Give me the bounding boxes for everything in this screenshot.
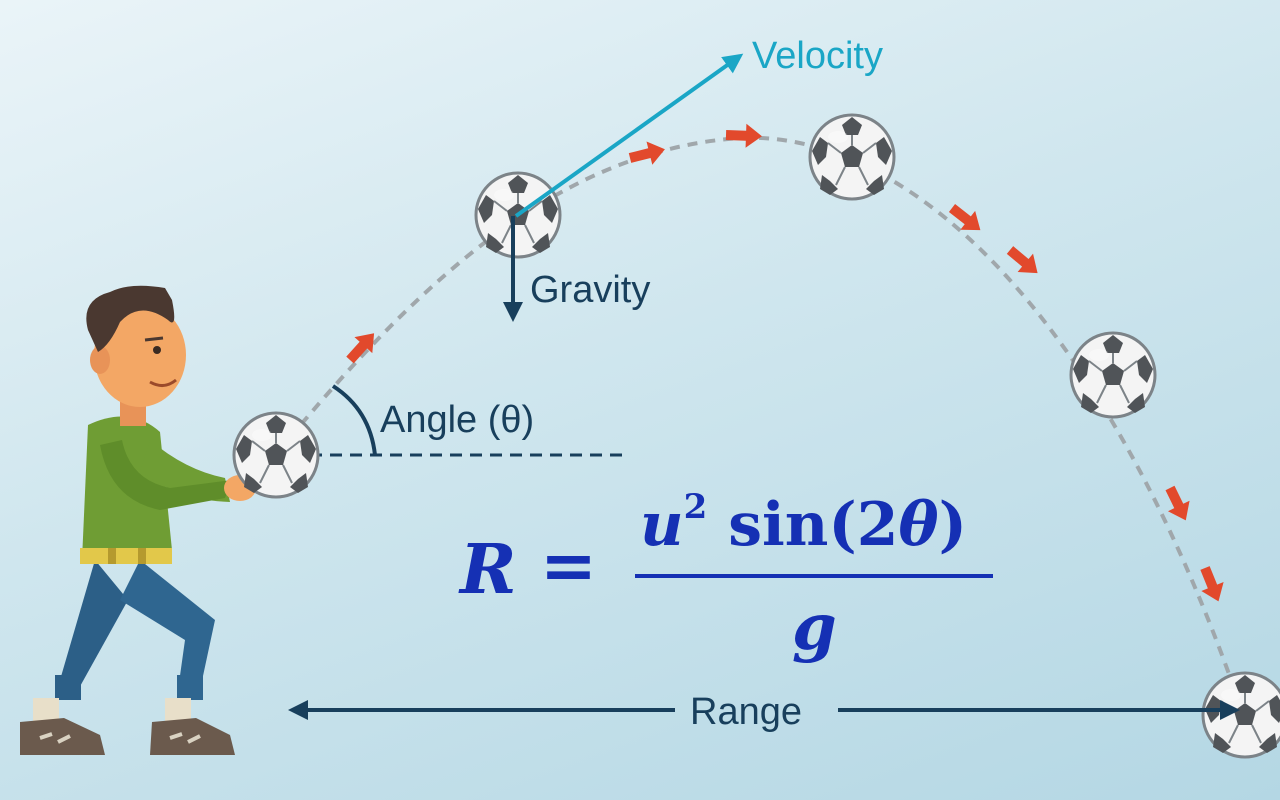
velocity-label: Velocity <box>752 35 883 77</box>
angle-label: Angle (θ) <box>380 399 534 441</box>
formula-equals: = <box>540 526 597 606</box>
gravity-label: Gravity <box>530 269 650 311</box>
range-label: Range <box>690 691 802 733</box>
angle-arc <box>331 384 377 456</box>
direction-arrow <box>1165 485 1190 521</box>
person-illustration <box>20 285 266 755</box>
formula-close-paren: ) <box>938 490 967 560</box>
trajectory-direction-arrows <box>346 123 1224 602</box>
velocity-arrow <box>514 53 744 218</box>
fraction-bar <box>635 574 993 578</box>
formula-denominator: g <box>792 590 837 665</box>
formula-theta: θ <box>898 490 939 560</box>
formula-sine: sin(2 <box>728 490 899 560</box>
direction-arrow <box>346 333 375 364</box>
direction-arrow <box>948 204 981 231</box>
formula-exponent: 2 <box>683 487 708 527</box>
formula-initial-speed: u <box>640 490 684 560</box>
direction-arrow <box>725 123 762 148</box>
formula-numerator: u2 sin(2θ) <box>640 487 967 560</box>
soccer-ball-icon <box>1201 671 1280 759</box>
direction-arrow <box>1006 246 1038 274</box>
direction-arrow <box>1200 566 1224 602</box>
direction-arrow <box>628 141 665 165</box>
formula-lhs: R <box>460 530 517 610</box>
soccer-ball-icon <box>1069 331 1157 419</box>
soccer-ball-icon <box>232 411 320 499</box>
range-formula: R = u2 sin(2θ) g <box>460 487 1020 680</box>
soccer-ball-icon <box>808 113 896 201</box>
